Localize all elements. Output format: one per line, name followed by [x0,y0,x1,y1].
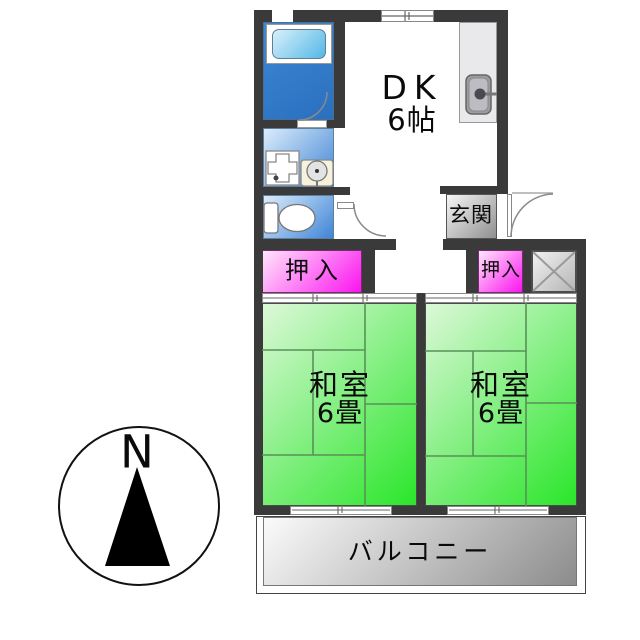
closet-right-label: 押入 [480,259,522,282]
dk-room-size: 6帖 [387,103,437,138]
japanese-room-right-size: 6畳 [477,398,525,430]
window-north [381,10,434,22]
wall-closet-left-east [362,250,375,293]
wall-closet-right-west [466,250,478,293]
japanese-room-right-label: 和室 6畳 [470,370,532,428]
closet-left-label: 押入 [285,256,343,285]
wall-east [577,239,586,515]
window-south-right [447,506,549,515]
wall-washroom-south [263,187,350,195]
wall-left [254,10,263,515]
toilet-door-leaf [337,202,354,209]
wall-entrance-north [440,186,497,194]
wall-gap-hall-opening [396,239,443,250]
japanese-room-left-label: 和室 6畳 [309,370,371,428]
entrance-door-arc [510,192,554,238]
japanese-room-right [425,303,577,506]
japanese-room-left-size: 6畳 [316,398,364,430]
wall-dk-east [497,10,508,194]
bathroom-door-leaf [297,120,327,128]
sliding-door-right [425,293,577,303]
balcony-area [263,517,577,586]
wall-room-divider [417,293,425,515]
entrance-door-leaf [507,194,512,237]
entrance-label: 玄関 [449,203,493,228]
toilet-room-floor [263,195,334,239]
shaft-box [531,250,577,293]
dk-room-name: DK [381,67,443,107]
wall-south [254,506,586,515]
wall-gap-bath-vent [272,10,293,22]
bathtub-icon [272,29,326,59]
closet-left [262,250,362,293]
wall-closet-right-east [523,250,531,293]
compass-north-label: N [120,425,154,479]
balcony-label: バルコニー [347,537,493,566]
sliding-door-left [262,293,417,303]
japanese-room-left-name: 和室 [308,367,372,402]
wall-bath-east [334,22,345,128]
window-south-left [290,506,392,515]
closet-right [478,250,523,293]
japanese-room-right-name: 和室 [469,367,533,402]
dk-room-label: DK 6帖 [381,67,443,138]
washroom-floor [263,128,334,187]
toilet-door-arc [353,203,387,237]
entrance-area [446,194,497,239]
kitchen-counter [459,22,497,123]
